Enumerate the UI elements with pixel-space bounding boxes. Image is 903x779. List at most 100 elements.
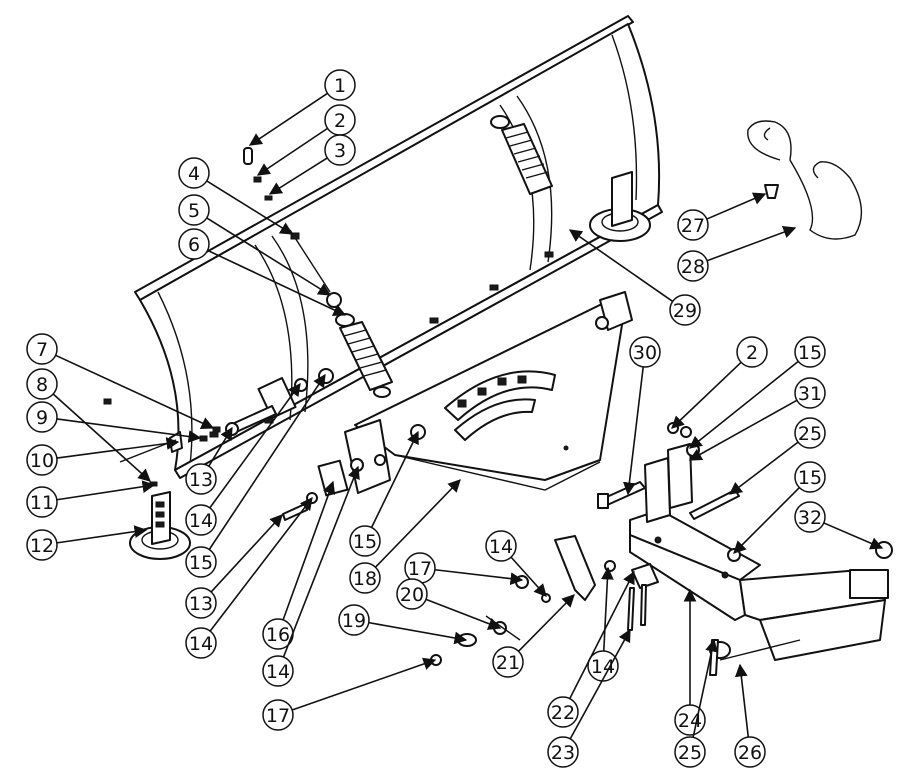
leader-line <box>207 249 347 316</box>
left-hardware <box>103 368 334 487</box>
callout-balloon: 13 <box>185 463 217 495</box>
mount-plates-and-bolts <box>597 422 741 676</box>
callout-balloon: 14 <box>587 650 619 682</box>
callout-circle <box>674 736 706 768</box>
callout-circle <box>794 377 826 409</box>
callout-balloon: 9 <box>26 401 58 433</box>
callout-balloon: 14 <box>485 530 517 562</box>
leader-line <box>206 217 332 296</box>
leader-line <box>52 393 151 482</box>
callout-number: 25 <box>678 742 702 764</box>
callout-balloon: 31 <box>794 377 826 409</box>
callout-number: 15 <box>798 342 822 364</box>
callout-balloon: 15 <box>349 525 381 557</box>
callout-number: 15 <box>189 552 213 574</box>
callout-number: 23 <box>551 742 575 764</box>
callout-circle <box>349 562 381 594</box>
callout-circle <box>674 704 706 736</box>
callout-circle <box>629 336 661 368</box>
leader-line <box>569 570 635 699</box>
leader-line <box>56 418 202 443</box>
callout-number: 30 <box>633 342 657 364</box>
callout-number: 10 <box>30 450 54 472</box>
callout-number: 14 <box>189 510 213 532</box>
callout-number: 31 <box>798 383 822 405</box>
callout-circle <box>178 157 210 189</box>
eye-bolt <box>289 229 342 308</box>
callout-number: 15 <box>353 531 377 553</box>
leader-line <box>434 568 524 586</box>
callout-number: 1 <box>334 75 346 97</box>
callout-number: 7 <box>36 339 48 361</box>
callout-circle <box>26 368 58 400</box>
leader-line <box>291 657 437 711</box>
callout-circle <box>324 69 356 101</box>
push-tube <box>629 509 893 661</box>
leader-line <box>688 399 798 461</box>
callout-number: 26 <box>738 742 762 764</box>
callout-number: 16 <box>266 624 290 646</box>
callout-circle <box>26 444 58 476</box>
leader-line <box>568 229 674 303</box>
callout-circle <box>262 655 294 687</box>
callout-circle <box>736 336 768 368</box>
callout-balloon: 19 <box>338 604 370 636</box>
callout-number: 2 <box>746 342 758 364</box>
callout-balloon: 17 <box>262 699 294 731</box>
callout-number: 12 <box>30 535 54 557</box>
callout-balloon: 15 <box>794 461 826 493</box>
callout-circle <box>669 294 701 326</box>
callout-circle <box>178 228 210 260</box>
callout-number: 19 <box>342 610 366 632</box>
callout-number: 15 <box>798 467 822 489</box>
callout-number: 18 <box>353 568 377 590</box>
callout-circle <box>178 194 210 226</box>
skid-shoe-right <box>589 171 651 242</box>
callout-balloon: 25 <box>794 417 826 449</box>
callout-circle <box>185 504 217 536</box>
callout-balloon: 12 <box>26 529 58 561</box>
callout-balloon: 22 <box>547 696 579 728</box>
callout-circle <box>185 546 217 578</box>
leader-line <box>56 437 180 459</box>
callout-number: 32 <box>798 507 822 529</box>
callout-number: 21 <box>496 652 520 674</box>
spring-right <box>490 115 553 195</box>
callout-circle <box>547 736 579 768</box>
pin-hardware <box>243 147 273 201</box>
callout-number: 8 <box>36 374 48 396</box>
callout-circle <box>185 463 217 495</box>
callout-number: 6 <box>188 234 200 256</box>
callout-circle <box>26 486 58 518</box>
callout-number: 14 <box>489 536 513 558</box>
callout-number: 2 <box>334 110 346 132</box>
callout-circle <box>492 646 524 678</box>
callout-balloon: 1 <box>324 69 356 101</box>
callout-balloon: 23 <box>547 736 579 768</box>
callout-circle <box>26 333 58 365</box>
callout-balloon: 2 <box>324 104 356 136</box>
callout-number: 14 <box>591 656 615 678</box>
callout-balloon: 14 <box>185 627 217 659</box>
callout-number: 17 <box>266 705 290 727</box>
leader-line <box>268 157 328 195</box>
callout-balloon: 15 <box>185 546 217 578</box>
callout-number: 17 <box>408 558 432 580</box>
callout-circle <box>185 627 217 659</box>
callout-number: 13 <box>189 469 213 491</box>
callout-circle <box>794 336 826 368</box>
callout-circle <box>677 209 709 241</box>
callout-circle <box>485 530 517 562</box>
leader-line <box>569 628 631 740</box>
leader-line <box>56 480 156 501</box>
callout-circle <box>324 134 356 166</box>
leader-line <box>55 354 215 429</box>
leader-line <box>733 487 800 554</box>
leader-line <box>282 465 360 658</box>
callout-balloon: 6 <box>178 228 210 260</box>
callout-circle <box>338 604 370 636</box>
callout-balloon: 2 <box>736 336 768 368</box>
callout-balloon: 16 <box>262 618 294 650</box>
callout-circle <box>26 529 58 561</box>
